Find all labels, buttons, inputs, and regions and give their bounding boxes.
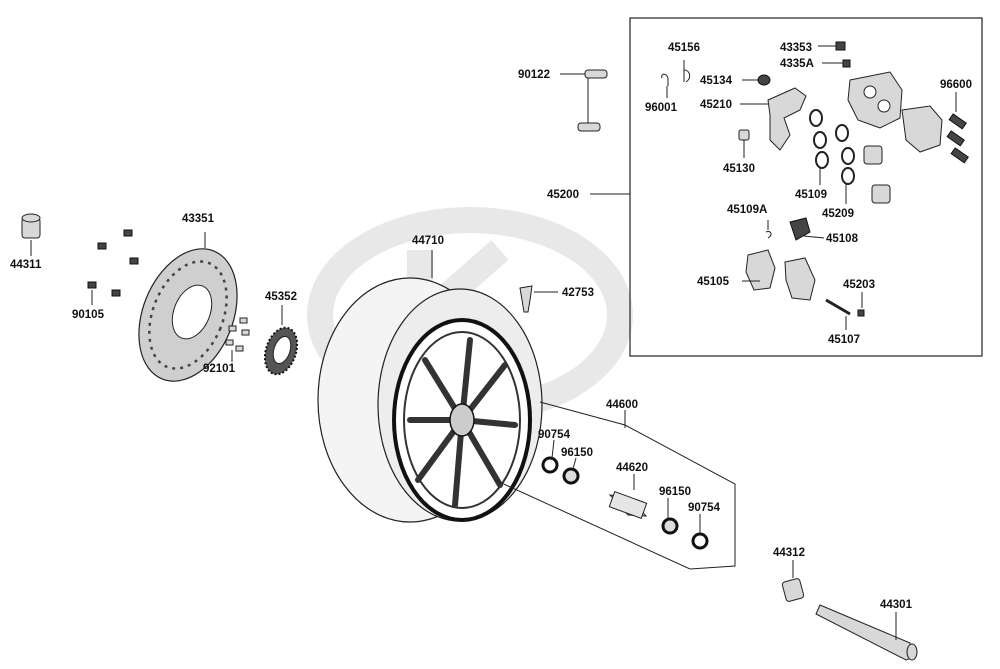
label-92101: 92101 <box>203 363 236 375</box>
axle-44301[interactable] <box>815 604 918 661</box>
label-44710: 44710 <box>412 235 444 247</box>
caliper-group-box <box>629 17 983 357</box>
brake-disc-43351[interactable] <box>120 232 255 396</box>
callout-labels: 44311 43351 90105 92101 45352 44710 4275… <box>10 42 972 611</box>
label-96150-left: 96150 <box>561 447 593 459</box>
label-44312: 44312 <box>773 547 805 559</box>
label-90122: 90122 <box>518 69 550 81</box>
label-44311: 44311 <box>10 259 42 271</box>
front-wheel-44710[interactable] <box>317 250 543 523</box>
label-45130: 45130 <box>723 163 755 175</box>
caliper-parts[interactable] <box>661 41 969 330</box>
pin-90122[interactable] <box>560 69 608 132</box>
label-45108: 45108 <box>826 233 859 245</box>
label-44600: 44600 <box>606 399 638 411</box>
label-96001: 96001 <box>645 102 678 114</box>
label-44620: 44620 <box>616 462 648 474</box>
label-45109A: 45109A <box>727 204 767 216</box>
label-44301: 44301 <box>880 599 913 611</box>
label-90754-right: 90754 <box>688 502 721 514</box>
label-45210: 45210 <box>700 99 732 111</box>
spacer-44311[interactable] <box>21 213 41 256</box>
label-96600: 96600 <box>940 79 972 91</box>
label-45200: 45200 <box>547 189 579 201</box>
label-42753: 42753 <box>562 287 594 299</box>
axle-group-44600[interactable] <box>494 401 736 570</box>
label-45203: 45203 <box>843 279 875 291</box>
label-45352: 45352 <box>265 291 297 303</box>
label-96150-right: 96150 <box>659 486 691 498</box>
valve-42753[interactable] <box>519 285 558 313</box>
label-45105: 45105 <box>697 276 730 288</box>
label-4335A: 4335A <box>780 58 814 70</box>
label-43351: 43351 <box>182 213 215 225</box>
label-43353: 43353 <box>780 42 812 54</box>
speedo-ring-45352[interactable] <box>259 305 302 378</box>
label-45134: 45134 <box>700 75 733 87</box>
label-45156: 45156 <box>668 42 700 54</box>
disc-bolts-90105[interactable] <box>87 229 139 305</box>
label-90105: 90105 <box>72 309 105 321</box>
spacer-44312[interactable] <box>781 560 805 602</box>
label-45109: 45109 <box>795 189 827 201</box>
label-45107: 45107 <box>828 334 860 346</box>
label-90754-left: 90754 <box>538 429 571 441</box>
hub-bolts-92101[interactable] <box>225 317 250 362</box>
label-45209: 45209 <box>822 208 854 220</box>
